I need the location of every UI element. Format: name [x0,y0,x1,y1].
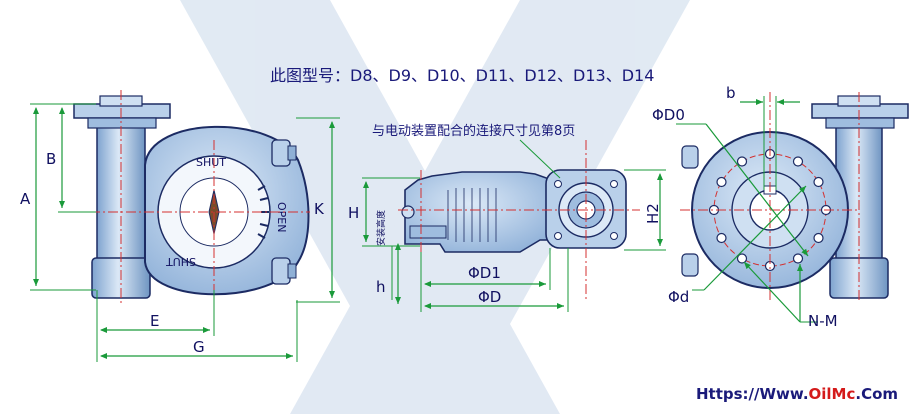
right-view: b ΦD0 Φd N-M [652,84,909,330]
dial-shut-bottom-label: SHUT [166,255,196,268]
dim-D-label: ΦD [478,288,501,306]
dim-K-label: K [314,200,325,218]
dim-G-label: G [193,338,205,356]
connection-note: 与电动装置配合的连接尺寸见第8页 [372,124,576,139]
dim-b-label: b [726,84,736,102]
middle-view: H 安装高度 H2 h ΦD1 ΦD [348,139,666,312]
dim-NM-label: N-M [808,312,838,330]
dim-D0-label: ΦD0 [652,106,685,124]
dim-d-label: Φd [668,288,689,306]
dim-E-label: E [150,312,159,330]
dim-D1-label: ΦD1 [468,264,501,282]
install-height-label: 安装高度 [375,210,387,246]
model-list-title: 此图型号：D8、D9、D10、D11、D12、D13、D14 [270,66,655,85]
site-prefix: Https://Www. [696,385,809,403]
site-brand: OilMc [808,385,856,403]
website-url: Https://Www.OilMc.Com [696,385,898,403]
site-suffix: .Com [855,385,899,403]
dial-open-label: OPEN [275,202,288,232]
dim-A-label: A [20,190,31,208]
dial-shut-top-label: SHUT [196,156,226,169]
dim-h-label: h [376,278,386,296]
dim-H2-label: H2 [644,203,662,224]
dim-H-label: H [348,204,359,222]
left-view: SHUT SHUT OPEN A B K E G [20,90,340,362]
dim-B-label: B [46,150,56,168]
